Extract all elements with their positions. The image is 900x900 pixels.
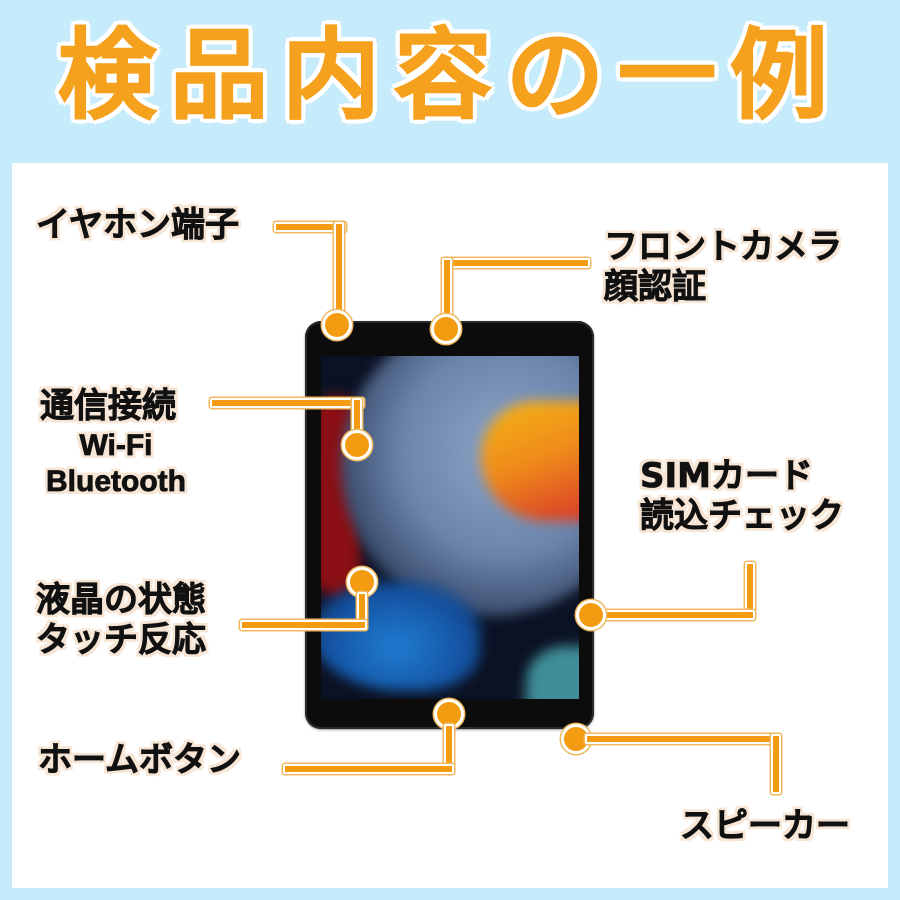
label-sim-card-line2: 読込チェック [640,496,845,537]
connector-earphone-h [274,222,346,232]
marker-front-camera [431,314,461,344]
marker-sim-card [576,600,606,630]
label-front-camera-line2: 顔認証 [604,267,707,308]
label-lcd-line2: タッチ反応 [36,620,207,661]
connector-speaker-v [771,734,781,794]
tablet-illustration [305,321,594,729]
label-connectivity-line1: 通信接続 [40,386,177,427]
label-home-button: ホームボタン [38,740,242,781]
page-title: 検品内容の一例 [57,18,842,133]
connector-home-h [283,764,454,774]
label-speaker: スピーカー [680,806,851,847]
marker-earphone-jack [322,310,352,340]
label-lcd-line1: 液晶の状態 [36,580,207,621]
wallpaper-teal-shape [526,646,579,699]
label-earphone-jack: イヤホン端子 [36,205,240,246]
label-front-camera: フロントカメラ 顔認証 [604,227,843,308]
connector-camera-h [442,258,590,268]
label-front-camera-line1: フロントカメラ [604,227,843,268]
connector-lcd-h [240,620,367,630]
marker-connectivity [342,430,372,460]
label-connectivity: 通信接続 [40,386,177,427]
label-lcd: 液晶の状態 タッチ反応 [36,580,207,661]
label-connectivity-wifi: Wi-Fi [79,429,153,463]
label-connectivity-bluetooth: Bluetooth [46,465,187,499]
connector-connectivity-h [210,398,364,408]
connector-sim-h [592,610,755,620]
tablet-screen [321,356,579,699]
label-sim-card-line1: SIMカード [640,456,814,497]
connector-camera-v [442,258,452,320]
wallpaper-blue-shape [321,581,481,691]
marker-speaker [561,724,591,754]
connector-earphone-v [334,222,344,318]
label-sim-card: SIMカード 読込チェック [640,456,845,537]
connector-speaker-h [585,734,781,744]
